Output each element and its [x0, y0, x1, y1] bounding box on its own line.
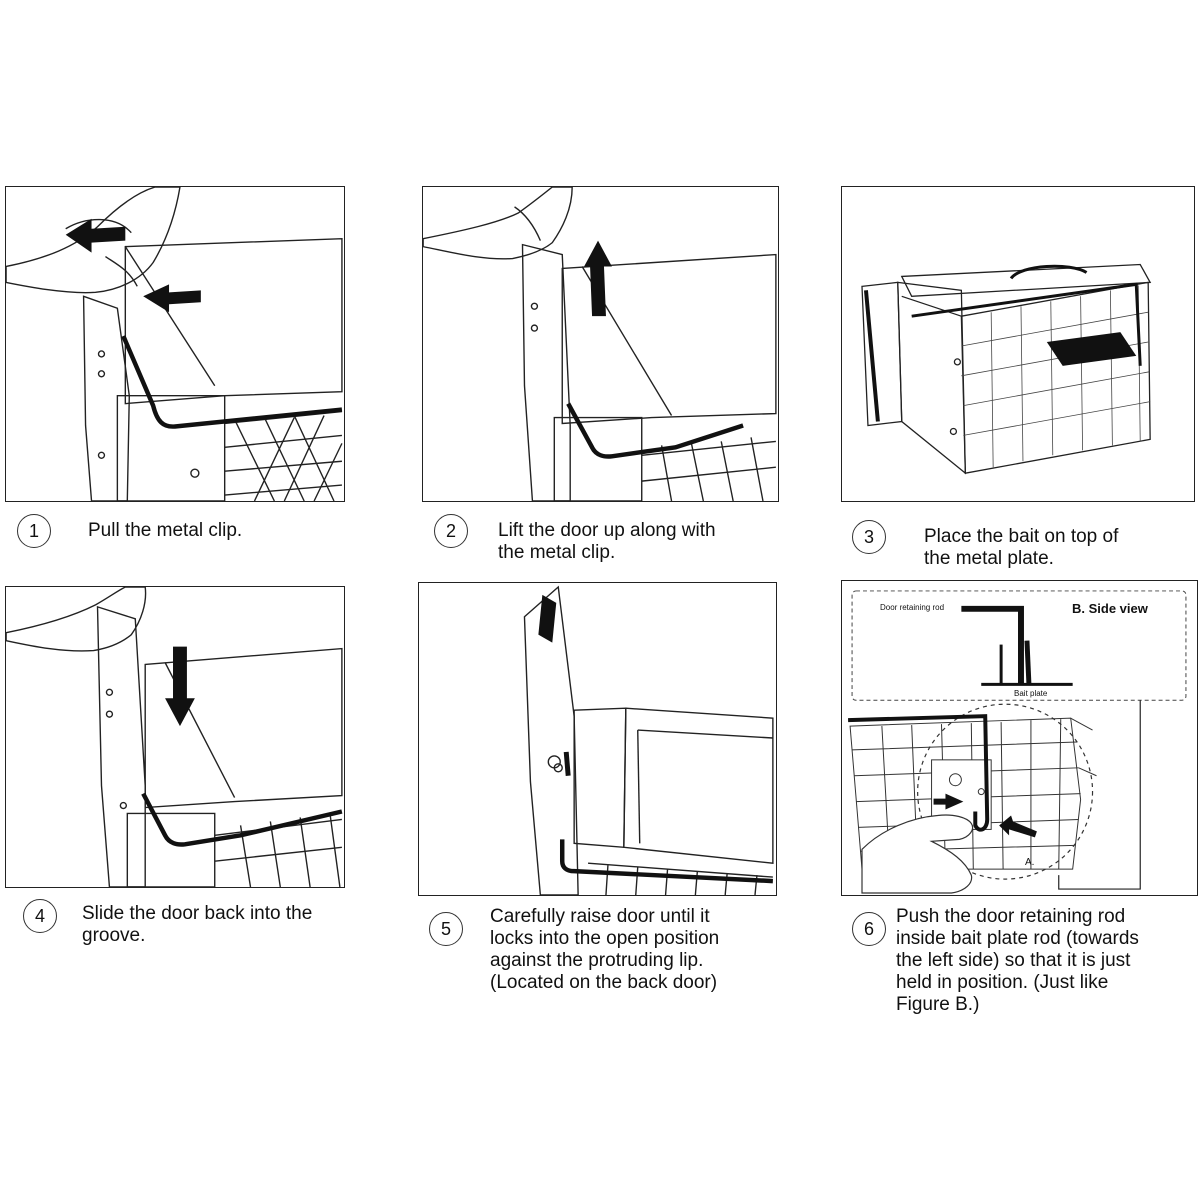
- step-1-number: 1: [17, 514, 51, 548]
- step-2-illustration: [422, 186, 779, 502]
- step-5-illustration: [418, 582, 777, 896]
- step-6-caption: Push the door retaining rod inside bait …: [896, 906, 1139, 1015]
- step-3-illustration: [841, 186, 1195, 502]
- step-5-number: 5: [429, 912, 463, 946]
- step-6-number: 6: [852, 912, 886, 946]
- step-3-caption: Place the bait on top of the metal plate…: [924, 526, 1119, 569]
- figure-b-plate-label: Bait plate: [1014, 689, 1048, 698]
- step-1-illustration: [5, 186, 345, 502]
- step-2-caption: Lift the door up along with the metal cl…: [498, 520, 716, 563]
- figure-b-title: B. Side view: [1072, 601, 1148, 616]
- step-6-illustration: B. Side view Door retaining rod Bait pla…: [841, 580, 1198, 896]
- figure-b-rod-label: Door retaining rod: [880, 603, 945, 612]
- step-4-number: 4: [23, 899, 57, 933]
- step-3-number: 3: [852, 520, 886, 554]
- figure-b-marker-label: A.: [1025, 857, 1035, 868]
- step-2-number: 2: [434, 514, 468, 548]
- step-4-illustration: [5, 586, 345, 888]
- step-4-caption: Slide the door back into the groove.: [82, 903, 313, 946]
- step-5-caption: Carefully raise door until it locks into…: [490, 906, 720, 993]
- step-1-caption: Pull the metal clip.: [88, 520, 243, 541]
